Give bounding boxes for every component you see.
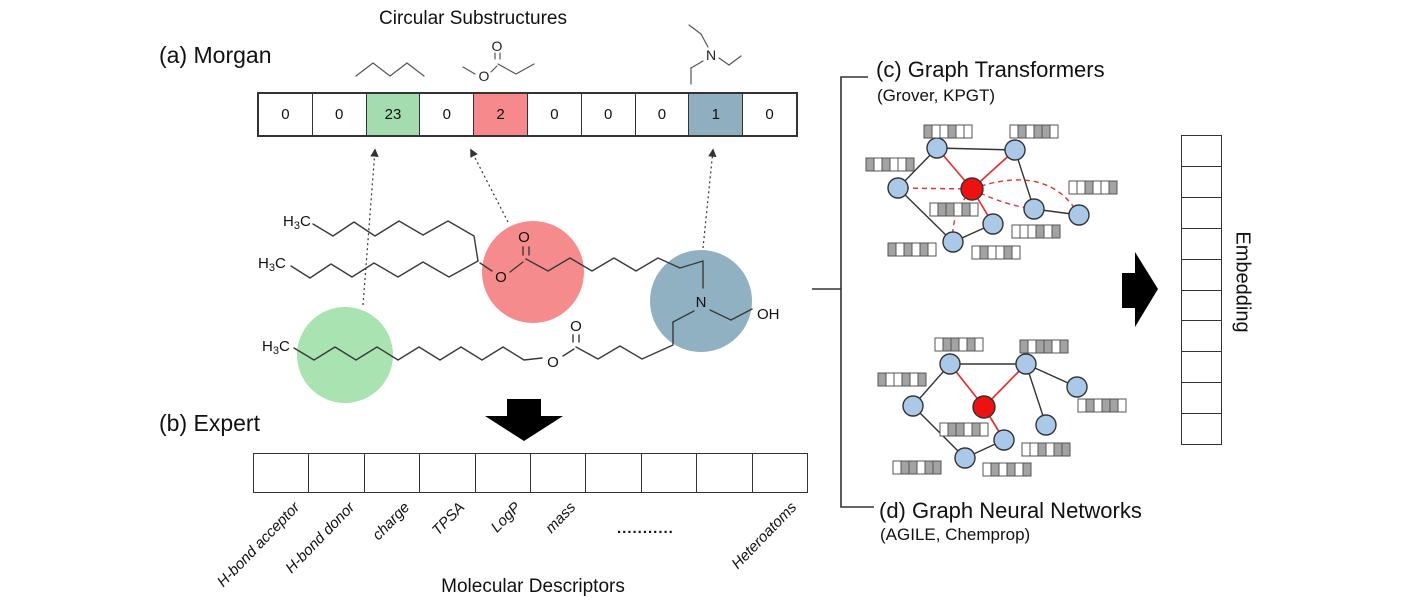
descriptor-cell: [697, 454, 753, 492]
h3c-label: H3C: [262, 338, 290, 357]
descriptor-cell: [420, 454, 476, 492]
descriptor-cell: [753, 454, 807, 492]
right-arrow: [1122, 252, 1158, 327]
fingerprint-cell-green: 23: [366, 94, 421, 135]
feature-vector: [1021, 442, 1071, 457]
section-d-sublabel: (AGILE, Chemprop): [880, 525, 1031, 544]
hydroxyl-label: OH: [757, 306, 780, 323]
fingerprint-cell-blue: 1: [689, 94, 744, 135]
descriptor-cell: [476, 454, 532, 492]
graph-transformers-diagram: [865, 124, 1118, 260]
blue-map-arrow: [702, 148, 717, 249]
feature-vector: [1077, 398, 1127, 413]
feature-vector: [1009, 124, 1059, 139]
fingerprint-cell: 0: [313, 94, 367, 135]
figure-title: Circular Substructures: [379, 8, 567, 29]
fingerprint-cell: 0: [420, 94, 475, 135]
ester-oxygen-label: O: [495, 269, 507, 286]
feature-vector: [1068, 180, 1118, 195]
fingerprint-cell-red: 2: [474, 94, 528, 135]
green-substructure-highlight: [297, 307, 393, 403]
green-map-arrow: [362, 148, 379, 306]
feature-vector: [892, 460, 942, 475]
embedding-cell: [1182, 291, 1221, 322]
ester-sketch: O O: [462, 38, 535, 84]
down-arrow: [485, 399, 563, 441]
embedding-cell: [1182, 383, 1221, 415]
section-c-sublabel: (Grover, KPGT): [877, 86, 996, 105]
section-d-label: (d) Graph Neural Networks: [879, 498, 1142, 523]
embedding-cell: [1182, 321, 1221, 353]
feature-vector: [1019, 339, 1069, 354]
carbonyl-oxygen-label: O: [492, 38, 503, 54]
embedding-cell: [1182, 260, 1221, 291]
fingerprint-vector: 0 0 23 0 2 0 0 0 1 0: [257, 92, 798, 137]
nitrogen-label: N: [706, 47, 716, 63]
fingerprint-cell: 0: [259, 94, 313, 135]
nitrogen-label: N: [696, 294, 707, 311]
section-c-label: (c) Graph Transformers: [876, 57, 1105, 82]
embedding-cell: [1182, 136, 1221, 167]
feature-vector: [939, 422, 989, 437]
triethylamine-sketch: N: [688, 24, 742, 85]
center-node: [972, 395, 996, 419]
molecule-structure: H3C H3C H3C O O O O N OH: [258, 213, 780, 371]
descriptor-cell: [309, 454, 365, 492]
feature-vector: [877, 372, 927, 387]
descriptor-ellipsis: ...........: [617, 520, 674, 537]
section-a-label: (a) Morgan: [159, 42, 272, 68]
carbonyl-oxygen-label: O: [518, 229, 530, 246]
feature-vector: [982, 462, 1032, 477]
feature-vector: [923, 124, 973, 139]
feature-vector: [887, 242, 937, 257]
graph-gnn-diagram: [877, 337, 1127, 477]
fingerprint-cell: 0: [765, 106, 774, 123]
feature-vector: [934, 337, 984, 352]
carbonyl-oxygen-label: O: [570, 318, 582, 335]
descriptor-vector: [253, 453, 808, 493]
embedding-label: Embedding: [1231, 231, 1254, 333]
red-map-arrow: [470, 148, 509, 223]
feature-vector: [1011, 224, 1061, 239]
section-b-label: (b) Expert: [159, 410, 260, 436]
embedding-cell: [1182, 229, 1221, 260]
descriptor-cell: [642, 454, 698, 492]
descriptors-caption: Molecular Descriptors: [441, 576, 625, 597]
embedding-cell: [1182, 198, 1221, 229]
red-substructure-highlight: [482, 221, 584, 323]
feature-vector: [971, 245, 1021, 260]
fingerprint-cell: 0: [528, 94, 582, 135]
feature-vector: [865, 157, 915, 172]
h3c-label: H3C: [283, 213, 311, 232]
feature-vector: [929, 202, 979, 217]
blue-substructure-highlight: [650, 250, 752, 352]
descriptor-cell: [531, 454, 587, 492]
embedding-cell: [1182, 167, 1221, 198]
embedding-cell: [1182, 414, 1221, 444]
descriptor-cell: [254, 454, 310, 492]
ester-oxygen-label: O: [479, 68, 490, 84]
graph-nodes: [887, 137, 1090, 253]
h3c-label: H3C: [258, 255, 286, 274]
fingerprint-cell: 0: [582, 94, 636, 135]
pentane-sketch: [355, 62, 425, 77]
fingerprint-cell: 0: [636, 94, 690, 135]
embedding-cell: [1182, 352, 1221, 384]
descriptor-cell: [365, 454, 421, 492]
ester-oxygen-label: O: [547, 354, 559, 371]
center-node: [960, 177, 984, 201]
descriptor-cell: [586, 454, 642, 492]
graph-nodes: [902, 353, 1088, 469]
bracket-line: [840, 76, 874, 508]
embedding-vector: [1181, 135, 1222, 445]
